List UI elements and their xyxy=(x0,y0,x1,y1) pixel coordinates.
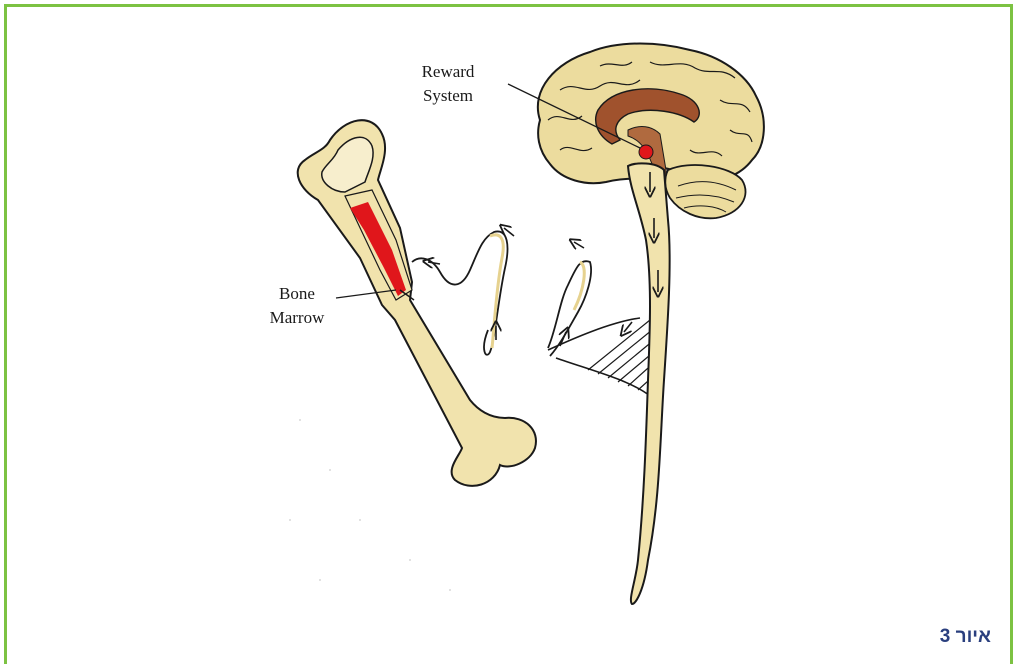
bone-illustration xyxy=(298,120,536,486)
arrow-icon xyxy=(624,322,632,332)
arrow-icon xyxy=(574,242,584,248)
nerve-to-cord xyxy=(548,318,650,396)
spinal-cord xyxy=(628,163,670,604)
reward-label-line2: System xyxy=(412,84,484,108)
bone-label-line2: Marrow xyxy=(262,306,332,330)
arrow-icon xyxy=(504,228,514,236)
arrow-icon xyxy=(428,262,440,264)
bone-label-line1: Bone xyxy=(262,282,332,306)
bone-marrow-label: Bone Marrow xyxy=(262,282,332,330)
figure-caption: איור 3 xyxy=(940,626,991,648)
reward-center-dot xyxy=(639,145,653,159)
reward-label-line1: Reward xyxy=(412,60,484,84)
reward-system-label: Reward System xyxy=(412,60,484,108)
paper-speckles xyxy=(289,419,451,591)
spinal-cord-body xyxy=(628,163,670,604)
cerebellum xyxy=(665,165,745,218)
